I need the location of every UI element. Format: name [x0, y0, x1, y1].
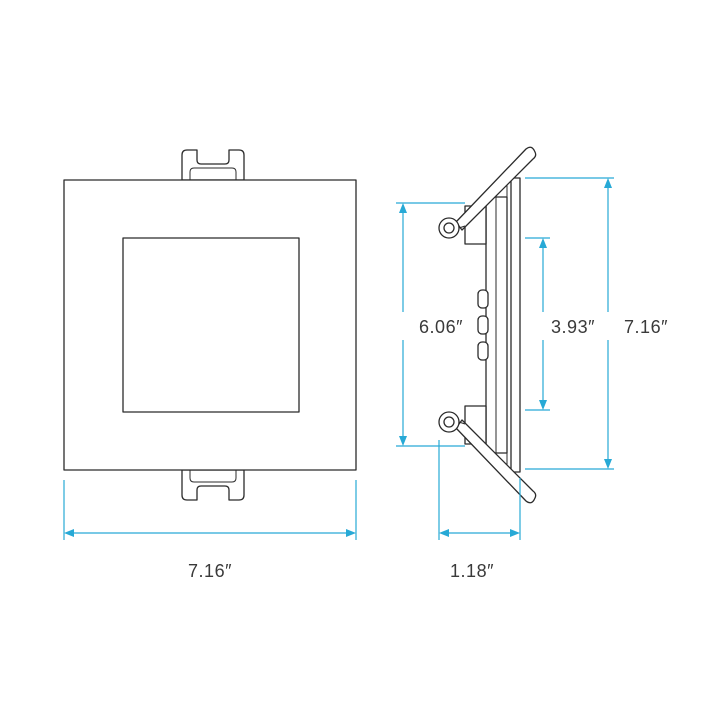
lower-spring-coil-inner: [443, 416, 455, 428]
depth-label: 1.18″: [450, 561, 494, 581]
connector-2: [477, 315, 489, 335]
overall-height-label: 7.16″: [624, 317, 668, 337]
height-arrow-top: [604, 178, 612, 188]
aperture-label: 3.93″: [551, 317, 595, 337]
front-view: [63, 149, 357, 501]
span-label-backdrop: [388, 312, 468, 340]
depth-dimension: 1.18″: [438, 440, 521, 581]
lower-spring-arm: [455, 419, 537, 504]
bottom-mounting-tab: [181, 469, 245, 501]
height-arrow-bottom: [604, 459, 612, 469]
bottom-tab-slot: [189, 470, 237, 483]
aperture-arrow-top: [539, 238, 547, 248]
side-trim-flange: [510, 177, 521, 473]
trim-outline: [63, 179, 357, 471]
aperture-outline: [122, 237, 300, 413]
upper-spring-arm: [455, 146, 537, 231]
overall-height-dimension: 7.16″: [525, 177, 674, 470]
top-tab-slot: [189, 167, 237, 180]
aperture-label-backdrop: [532, 312, 604, 340]
side-view: [438, 146, 537, 504]
span-arrow-bottom: [399, 436, 407, 446]
front-width-dimension: 7.16″: [63, 480, 357, 581]
height-label-backdrop: [602, 312, 674, 340]
aperture-arrow-bottom: [539, 400, 547, 410]
lower-spring-link: [458, 421, 466, 425]
front-width-label: 7.16″: [188, 561, 232, 581]
span-arrow-top: [399, 203, 407, 213]
top-mounting-tab: [181, 149, 245, 181]
spring-span-label: 6.06″: [419, 317, 463, 337]
upper-spring-link: [458, 225, 466, 229]
upper-spring-coil-inner: [443, 222, 455, 234]
connector-1: [477, 289, 489, 309]
aperture-dimension: 3.93″: [525, 237, 604, 411]
depth-arrow-left: [439, 529, 449, 537]
width-arrow-left: [64, 529, 74, 537]
width-arrow-right: [346, 529, 356, 537]
spring-span-dimension: 6.06″: [388, 202, 468, 447]
depth-arrow-right: [510, 529, 520, 537]
connector-3: [477, 341, 489, 361]
